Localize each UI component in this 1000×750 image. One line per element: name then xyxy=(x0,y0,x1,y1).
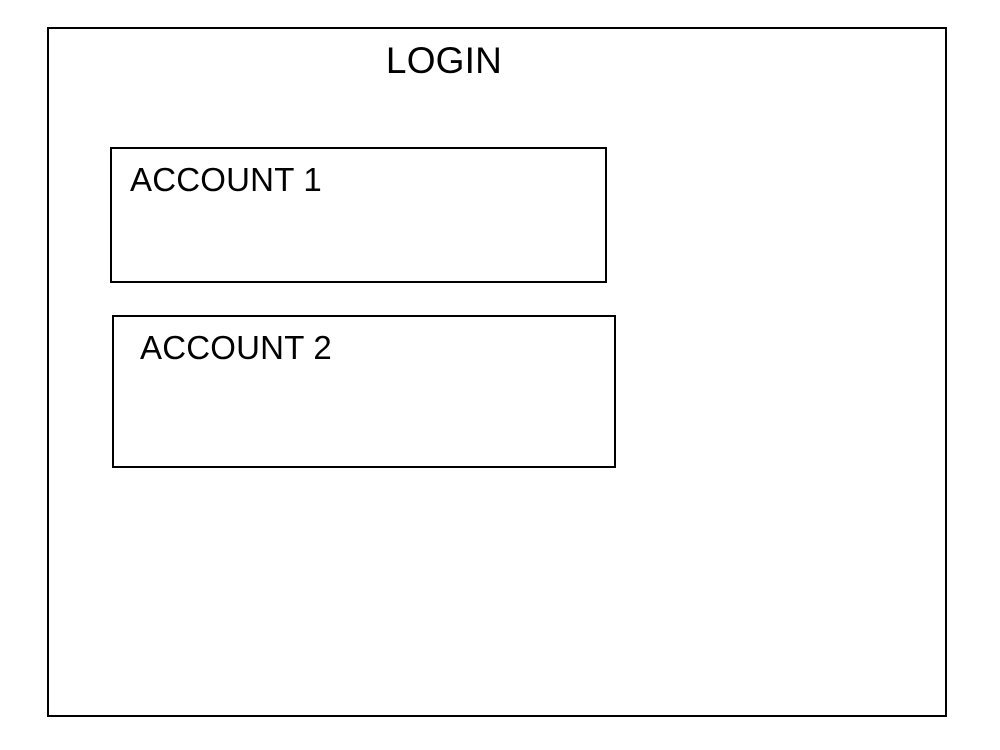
page-title: LOGIN xyxy=(385,40,503,81)
account-option-1[interactable]: ACCOUNT 1 xyxy=(110,147,607,283)
account-option-2[interactable]: ACCOUNT 2 xyxy=(112,315,616,468)
login-window-frame: LOGIN ACCOUNT 1 ACCOUNT 2 xyxy=(47,27,947,717)
account-option-2-label: ACCOUNT 2 xyxy=(140,329,332,366)
account-option-1-label: ACCOUNT 1 xyxy=(130,161,322,198)
